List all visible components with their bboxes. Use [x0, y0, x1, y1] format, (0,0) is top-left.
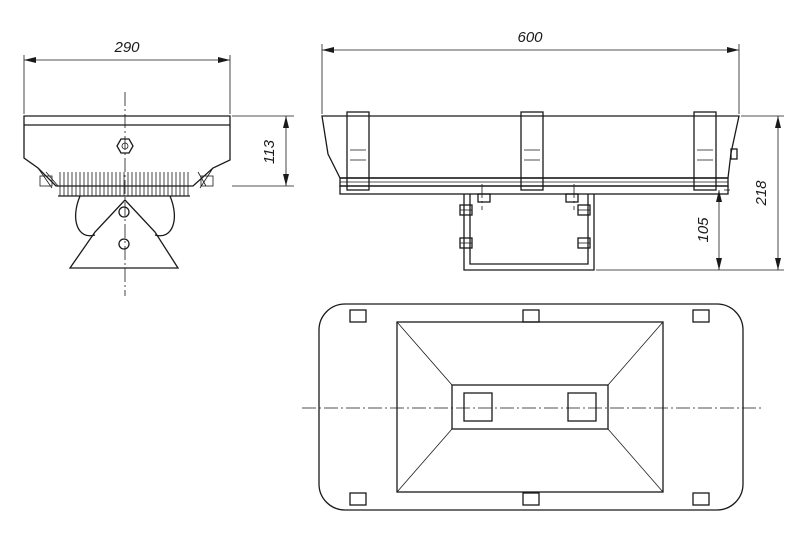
top-view: [302, 303, 762, 511]
led-module: [451, 384, 609, 430]
clamp-band-right: [693, 111, 717, 191]
heatsink-fins: [58, 172, 190, 197]
dim-label-113: 113: [261, 139, 278, 164]
led-chip-left: [463, 392, 493, 422]
housing-outline: [318, 303, 744, 511]
led-chip-right: [567, 392, 597, 422]
bolts: [459, 193, 591, 249]
u-bracket: [463, 194, 595, 271]
side-view: [321, 44, 784, 271]
hex-nut: [116, 138, 134, 154]
dim-label-218: 218: [753, 180, 770, 207]
dim-label-105: 105: [695, 217, 712, 243]
mount-base: [68, 199, 180, 269]
reflector-outer: [396, 321, 664, 493]
front-view: [23, 55, 294, 296]
dim-label-600: 600: [517, 29, 543, 46]
clamp-band-middle: [520, 111, 544, 191]
clamp-band-left: [346, 111, 370, 191]
dim-label-290: 290: [113, 39, 140, 56]
